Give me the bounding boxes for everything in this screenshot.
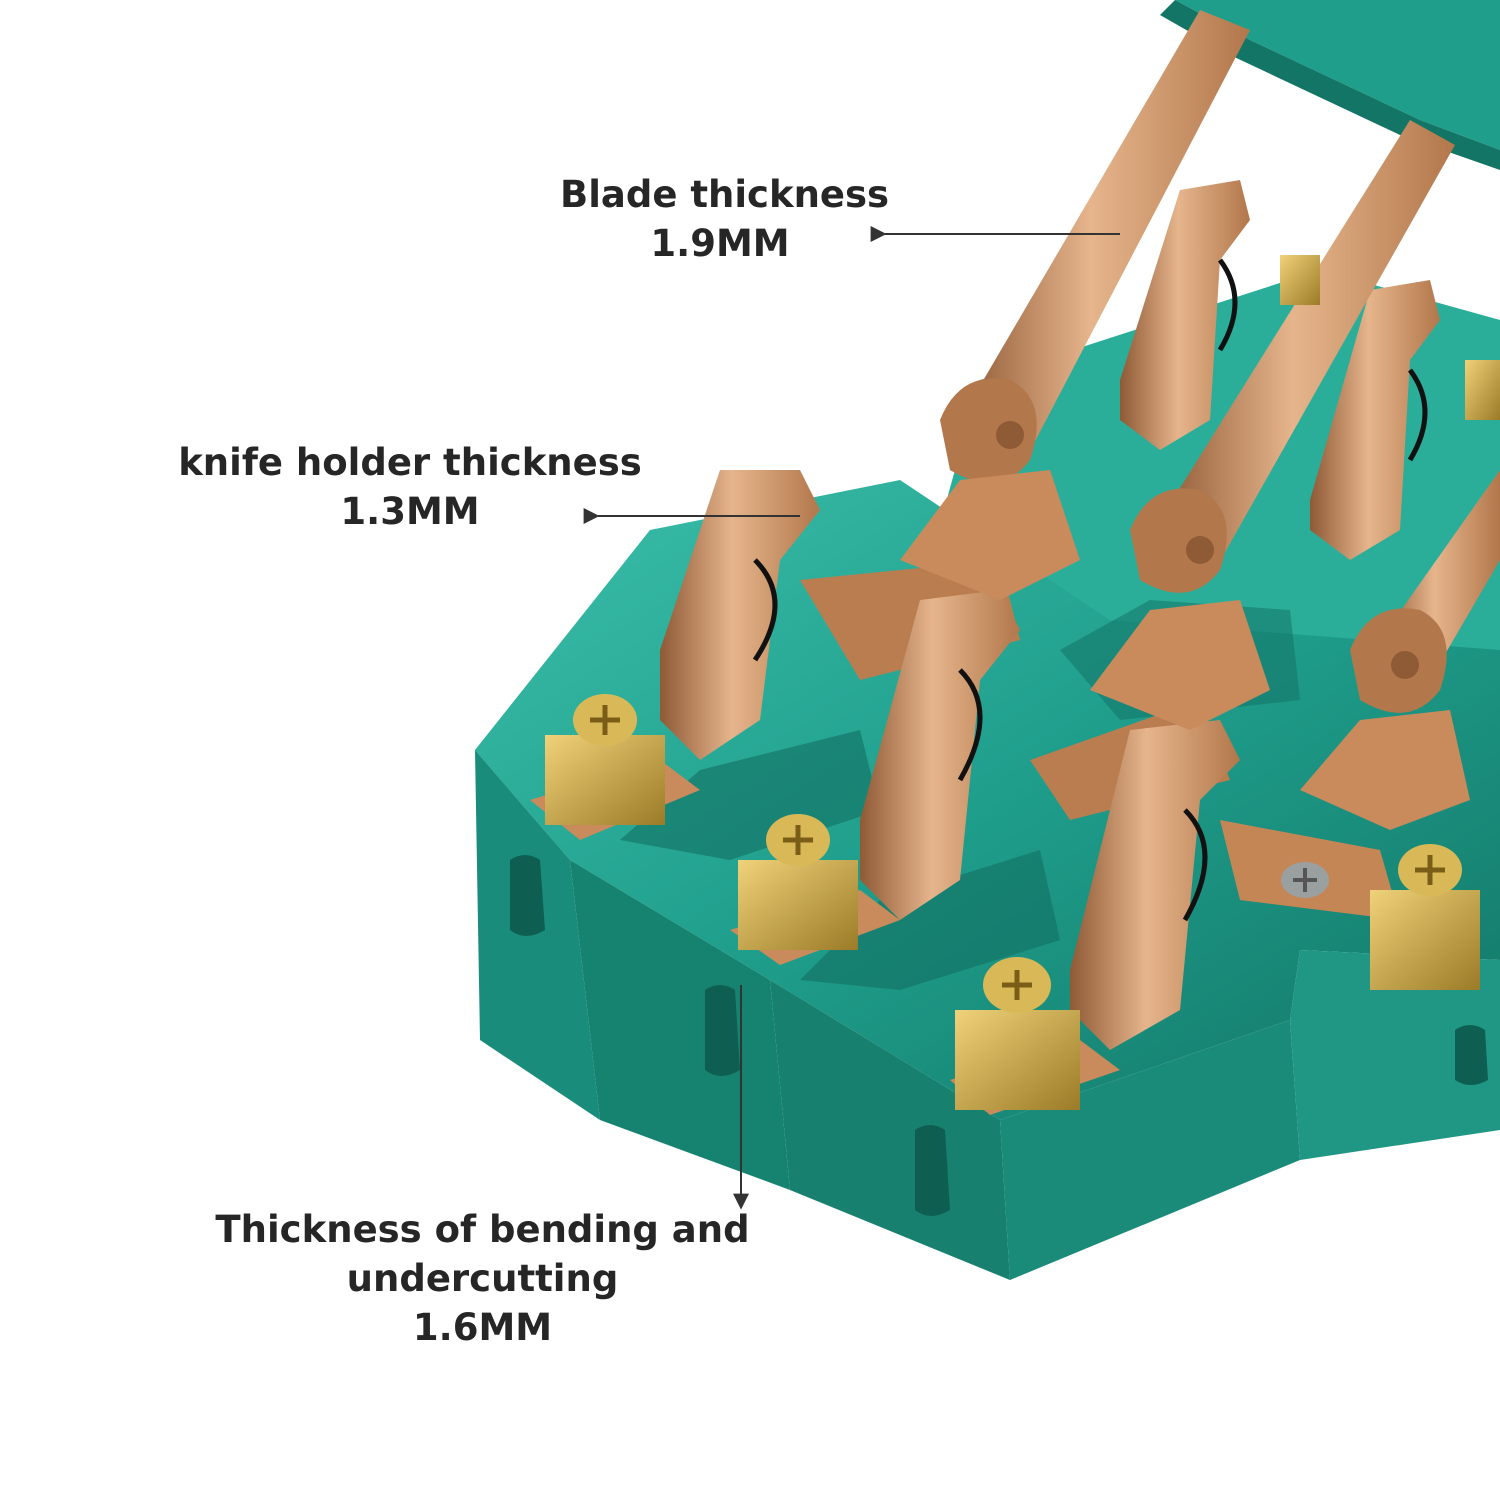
screw-terminal-icon bbox=[1281, 862, 1329, 898]
spring-clip-icon bbox=[1310, 280, 1440, 560]
screw-terminal-icon bbox=[1280, 255, 1500, 420]
spring-clip-icon bbox=[1070, 720, 1240, 1050]
bending-thickness-value: 1.6MM bbox=[412, 1306, 553, 1349]
spring-clip-icon bbox=[660, 470, 820, 760]
spring-clip-icon bbox=[1120, 180, 1250, 450]
bending-thickness-label-line1: Thickness of bending and bbox=[215, 1208, 750, 1251]
blade-thickness-value: 1.9MM bbox=[650, 222, 790, 265]
screw-terminal-icon bbox=[738, 814, 858, 950]
bending-thickness-label-line2: undercutting bbox=[346, 1257, 619, 1300]
blade-thickness-callout: Blade thickness 1.9MM bbox=[560, 170, 890, 268]
spring-clip-icon bbox=[860, 590, 1020, 920]
copper-blade-icon bbox=[1090, 120, 1455, 730]
knife-holders bbox=[660, 180, 1440, 1050]
screw-terminal-icon bbox=[955, 957, 1080, 1110]
knife-holder-thickness-callout: knife holder thickness 1.3MM bbox=[170, 438, 650, 536]
knife-holder-thickness-value: 1.3MM bbox=[340, 490, 480, 533]
blade-thickness-label: Blade thickness bbox=[560, 173, 890, 216]
screw-terminal-icon bbox=[545, 694, 665, 825]
copper-blade-icon bbox=[1300, 470, 1500, 830]
copper-blade-icon bbox=[900, 10, 1250, 600]
knife-holder-thickness-label: knife holder thickness bbox=[178, 441, 642, 484]
bending-thickness-callout: Thickness of bending and undercutting 1.… bbox=[210, 1205, 755, 1352]
screw-terminals bbox=[545, 255, 1500, 1110]
screw-terminal-icon bbox=[1370, 844, 1480, 990]
